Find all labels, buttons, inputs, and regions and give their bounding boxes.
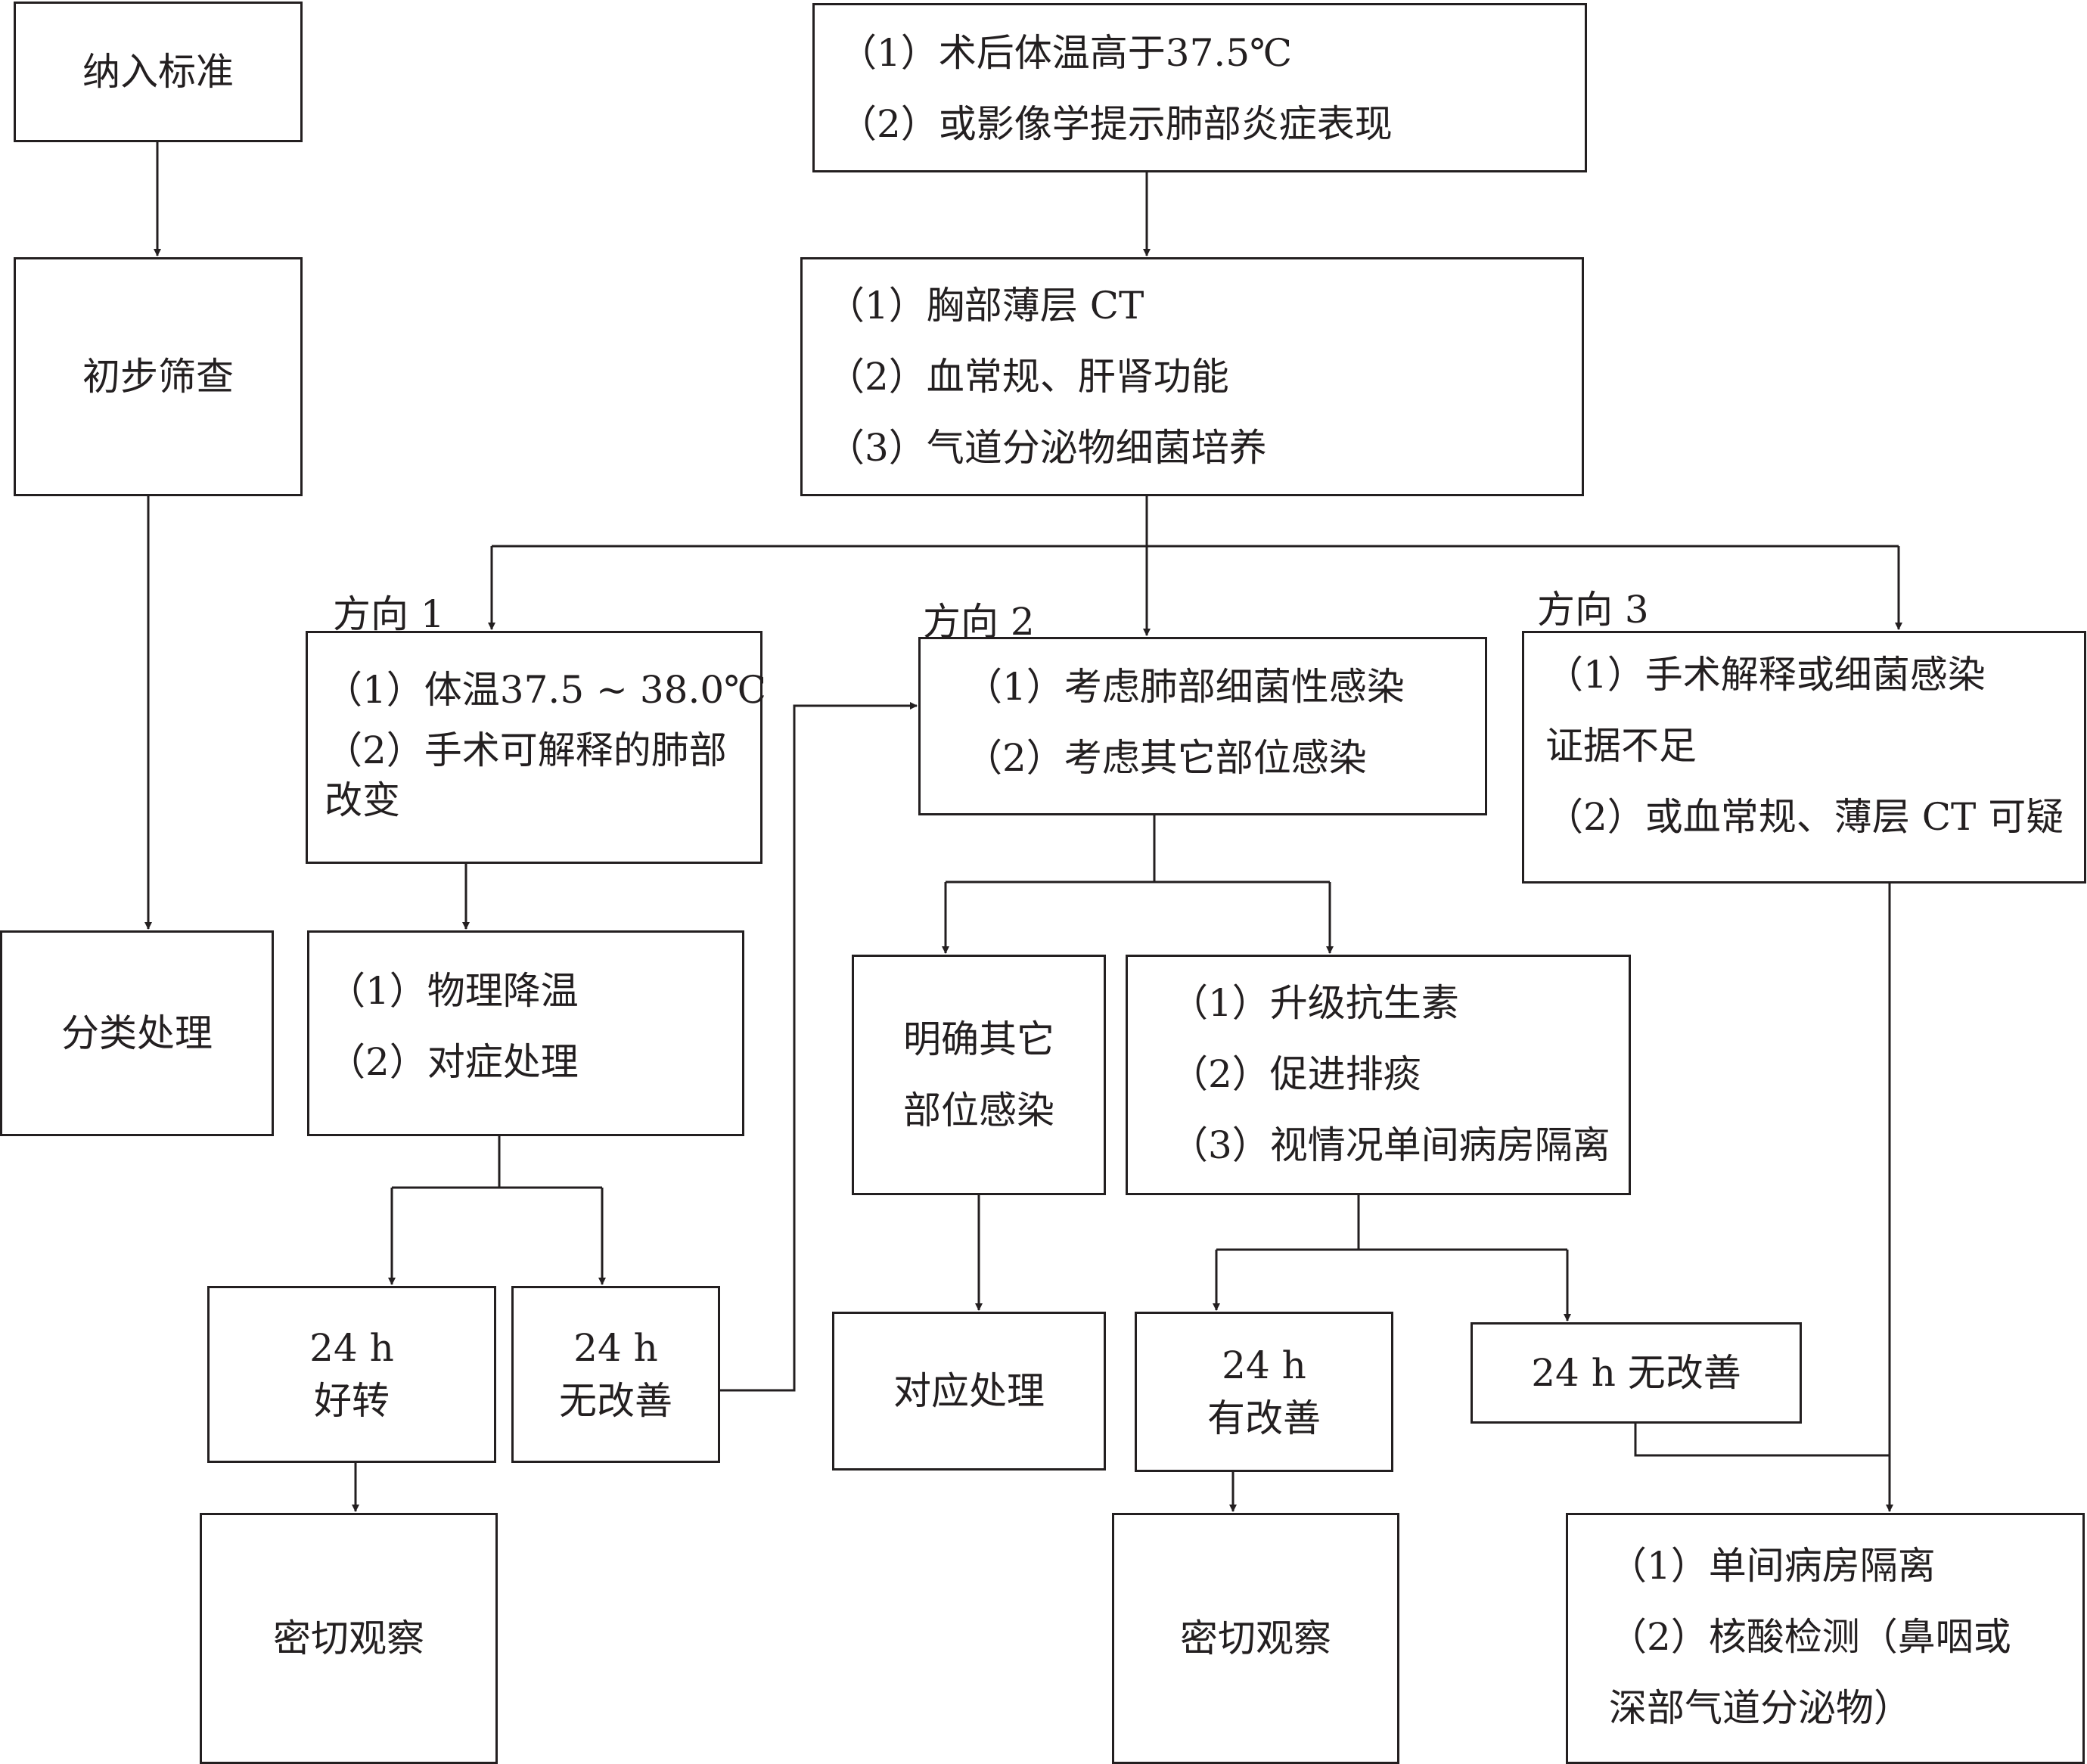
direction-2-label: 方向 2 [923,600,1035,644]
direction-2-treatment-line-1: （1）升级抗生素 [1170,981,1459,1025]
examinations-line-3: （3）气道分泌物细菌培养 [827,426,1267,470]
direction-1-label: 方向 1 [333,592,445,636]
direction-2-improved-box: 24 h 有改善 [1135,1312,1393,1472]
direction-1-improved-box: 24 h 好转 [207,1286,496,1463]
direction-1-observe-box: 密切观察 [200,1513,498,1764]
initial-screening-box: 初步筛查 [14,257,303,496]
direction-3-isolation-line-3: 深部气道分泌物） [1609,1686,1912,1730]
direction-2-other-infection-line-1: 明确其它 [903,1017,1054,1061]
connector-dir2-nobetter-to-isolate [1634,1422,1890,1457]
direction-2-treatment-line-3: （3）视情况单间病房隔离 [1170,1123,1610,1167]
direction-1-condition-line-2: （2）手术可解释的肺部 [325,728,727,772]
direction-2-other-infection-box: 明确其它 部位感染 [852,955,1106,1195]
direction-2-treatment-line-2: （2）促进排痰 [1170,1052,1421,1096]
inclusion-criteria-label: 纳入标准 [82,50,234,94]
direction-2-handle-label: 对应处理 [893,1369,1045,1413]
direction-1-treatment-line-2: （2）对症处理 [328,1040,579,1084]
fever-criteria-line-2: （2）或影像学提示肺部炎症表现 [839,102,1393,146]
direction-1-no-improvement-line-2: 无改善 [559,1379,672,1423]
direction-1-treatment-line-1: （1）物理降温 [328,969,579,1013]
direction-3-isolation-box: （1）单间病房隔离 （2）核酸检测（鼻咽或 深部气道分泌物） [1566,1513,2085,1764]
direction-3-isolation-line-2: （2）核酸检测（鼻咽或 [1609,1615,2011,1659]
direction-2-handle-box: 对应处理 [832,1312,1106,1471]
direction-2-observe-box: 密切观察 [1112,1513,1399,1764]
direction-2-condition-line-1: （1）考虑肺部细菌性感染 [964,665,1405,709]
inclusion-criteria-box: 纳入标准 [14,2,303,142]
direction-1-condition-line-1: （1）体温37.5 ~ 38.0℃ [325,668,767,712]
direction-2-condition-box: （1）考虑肺部细菌性感染 （2）考虑其它部位感染 [918,637,1487,815]
direction-1-condition-line-3: 改变 [325,778,400,822]
direction-1-no-improvement-line-1: 24 h [573,1326,658,1370]
direction-3-condition-line-3: （2）或血常规、薄层 CT 可疑 [1545,795,2064,839]
direction-2-improved-line-1: 24 h [1222,1343,1306,1387]
direction-3-condition-box: （1）手术解释或细菌感染 证据不足 （2）或血常规、薄层 CT 可疑 [1522,631,2086,884]
direction-2-observe-label: 密切观察 [1180,1616,1331,1660]
direction-2-condition-line-2: （2）考虑其它部位感染 [964,736,1367,780]
fever-criteria-line-1: （1）术后体温高于37.5℃ [839,31,1293,75]
direction-3-condition-line-1: （1）手术解释或细菌感染 [1545,653,1986,697]
examinations-line-2: （2）血常规、肝肾功能 [827,355,1229,399]
direction-2-no-improvement-box: 24 h 无改善 [1471,1322,1802,1424]
direction-3-label: 方向 3 [1537,588,1649,632]
direction-1-improved-line-2: 好转 [314,1379,390,1423]
classify-label: 分类处理 [61,1011,213,1055]
fever-criteria-box: （1）术后体温高于37.5℃ （2）或影像学提示肺部炎症表现 [812,3,1587,172]
direction-2-improved-line-2: 有改善 [1207,1396,1321,1440]
classify-box: 分类处理 [0,930,274,1136]
direction-3-isolation-line-1: （1）单间病房隔离 [1609,1544,1936,1588]
direction-2-treatment-box: （1）升级抗生素 （2）促进排痰 （3）视情况单间病房隔离 [1126,955,1631,1195]
examinations-box: （1）胸部薄层 CT （2）血常规、肝肾功能 （3）气道分泌物细菌培养 [800,257,1584,496]
direction-1-treatment-box: （1）物理降温 （2）对症处理 [307,930,744,1136]
direction-2-other-infection-line-2: 部位感染 [903,1089,1054,1132]
direction-1-no-improvement-box: 24 h 无改善 [511,1286,720,1463]
examinations-line-1: （1）胸部薄层 CT [827,284,1144,328]
direction-3-condition-line-2: 证据不足 [1545,724,1697,768]
arrow-dir1-nobetter-to-dir2 [719,702,918,1392]
direction-2-no-improvement-label: 24 h 无改善 [1531,1351,1741,1395]
direction-1-condition-box: （1）体温37.5 ~ 38.0℃ （2）手术可解释的肺部 改变 [306,631,767,864]
direction-1-observe-label: 密切观察 [273,1616,424,1660]
direction-1-improved-line-1: 24 h [309,1326,394,1370]
initial-screening-label: 初步筛查 [82,355,234,399]
